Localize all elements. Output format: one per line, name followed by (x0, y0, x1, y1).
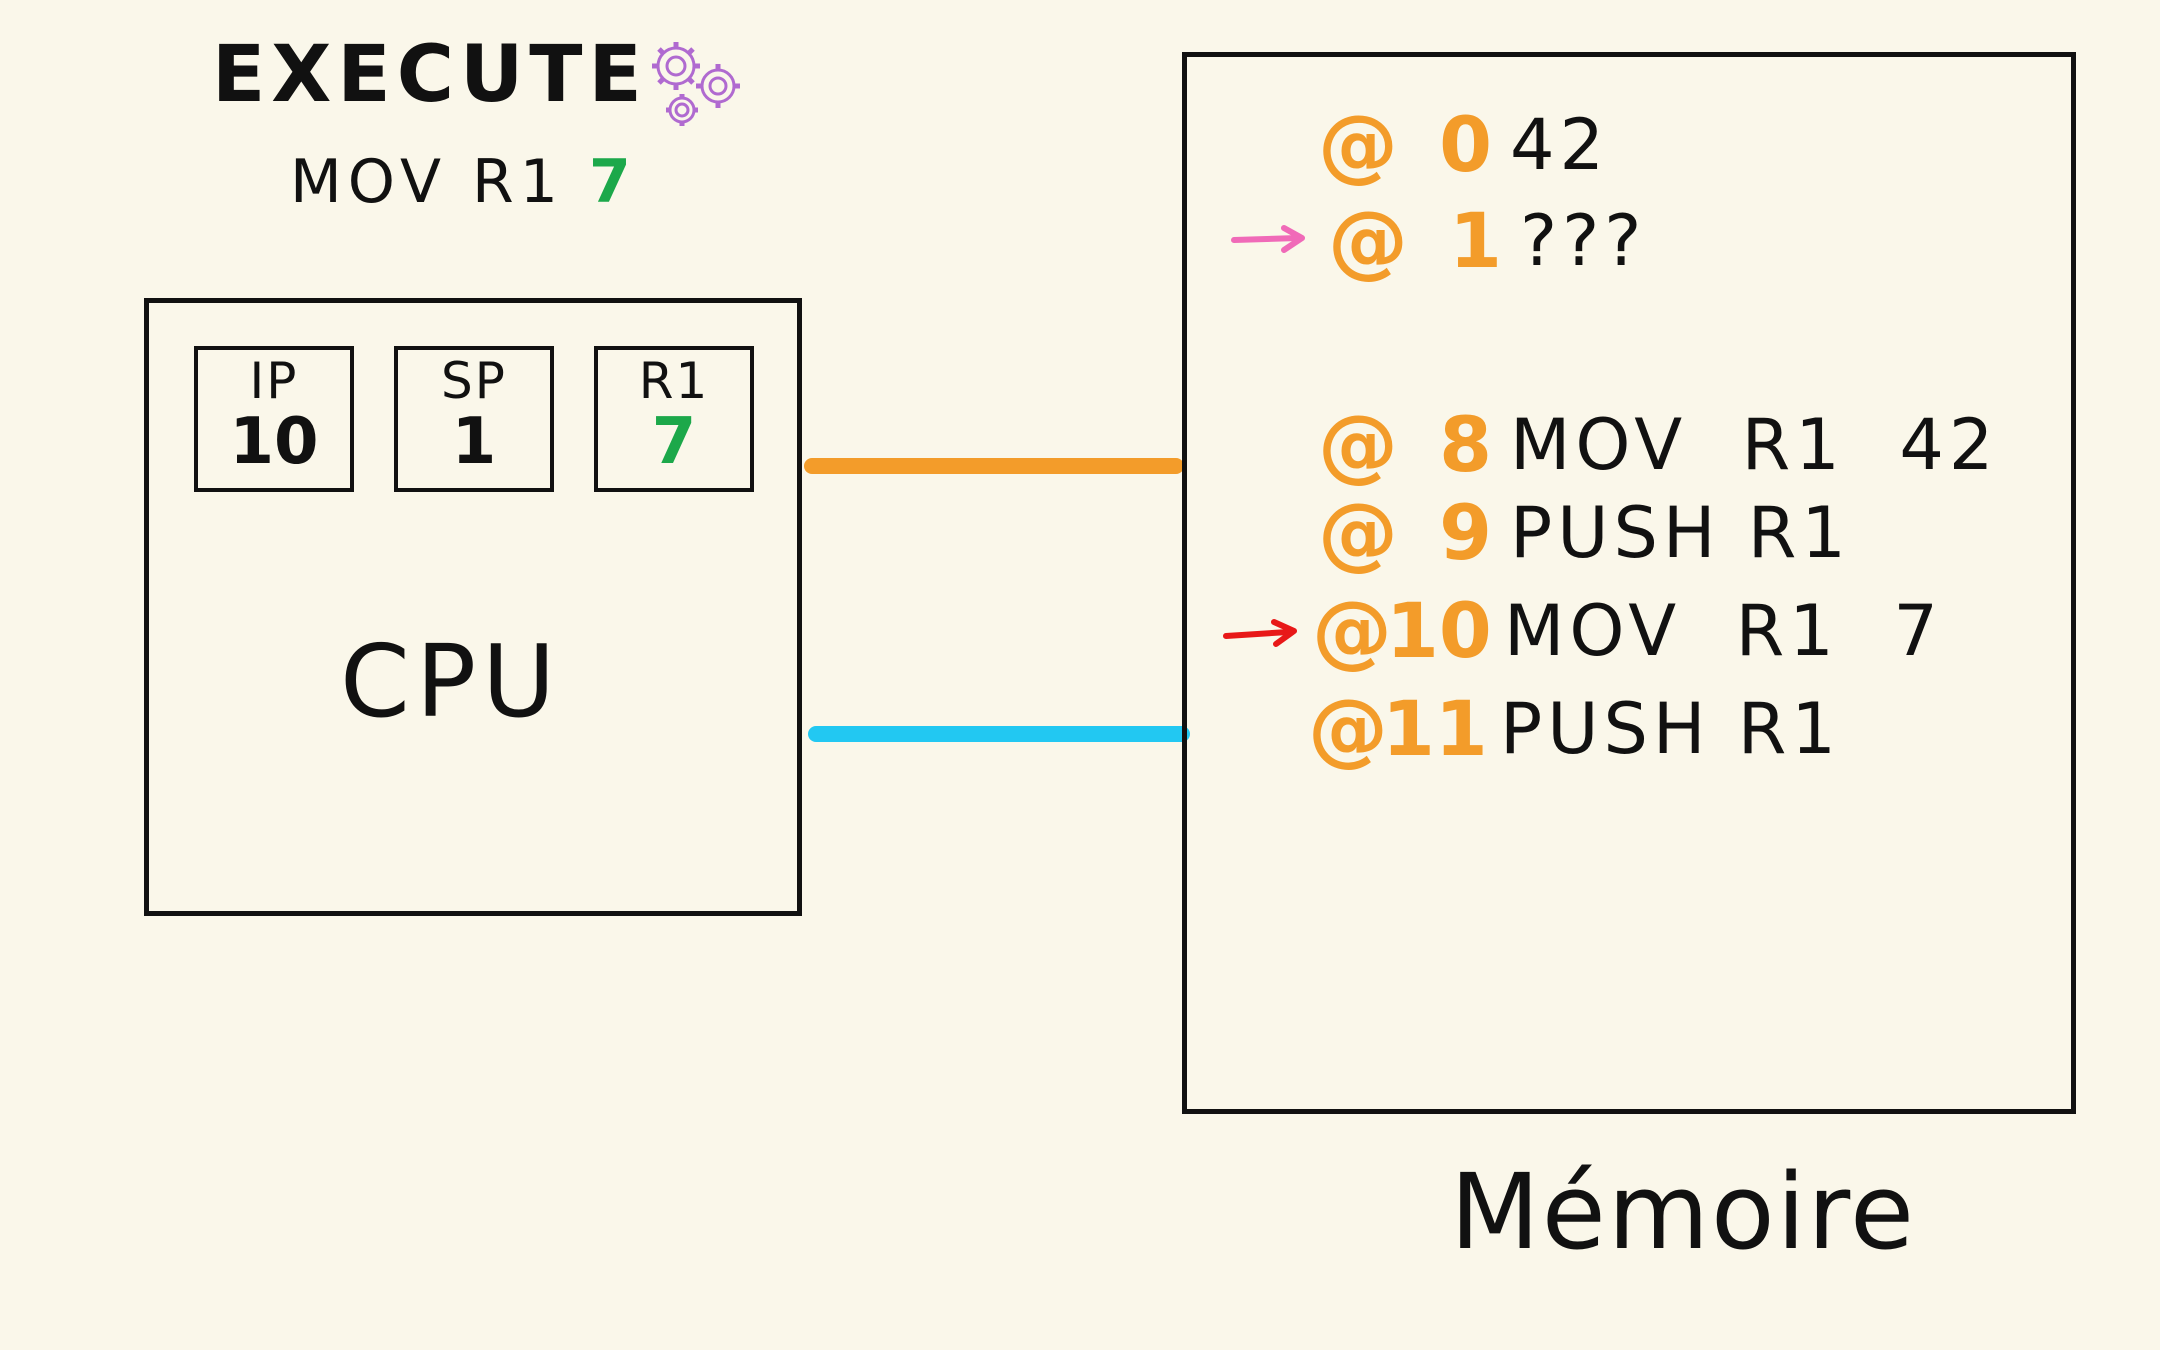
memory-address: 8 (1439, 400, 1492, 489)
instruction-op: MOV R1 (290, 147, 564, 217)
memory-row: @ 9 PUSH R1 (1318, 488, 1851, 578)
memory-row: @ 8 MOV R1 42 (1318, 400, 1998, 490)
register-name: R1 (638, 352, 710, 410)
at-symbol: @ (1318, 486, 1398, 579)
at-symbol: @ (1318, 398, 1398, 491)
memory-row: @ 0 42 (1318, 100, 1609, 190)
memory-content: 42 (1510, 104, 1610, 186)
at-symbol: @ (1312, 584, 1392, 677)
memory-content: MOV R1 42 (1510, 404, 1999, 486)
register-value: 10 (229, 405, 319, 479)
current-instruction: MOV R1 7 (290, 152, 637, 212)
memory-address: 1 (1449, 196, 1502, 285)
register-r1: R1 7 (594, 346, 754, 492)
memory-address: 9 (1439, 488, 1492, 577)
memory-row: @ 11 PUSH R1 (1308, 684, 1841, 774)
memory-address: 10 (1386, 586, 1492, 675)
gears-icon (652, 42, 740, 126)
cpu-label: CPU (340, 623, 562, 740)
memory-label: Mémoire (1450, 1151, 1917, 1273)
stage-title: EXECUTE (212, 30, 648, 120)
instruction-arg: 7 (589, 147, 637, 217)
cpu-box (144, 298, 802, 916)
data-bus (808, 726, 1190, 742)
register-name: SP (441, 352, 507, 410)
memory-row: @ 1 ??? (1328, 196, 1646, 286)
register-ip: IP 10 (194, 346, 354, 492)
memory-row: @ 10 MOV R1 7 (1312, 586, 1943, 676)
register-name: IP (249, 352, 299, 410)
memory-address: 0 (1439, 100, 1492, 189)
memory-content: MOV R1 7 (1504, 590, 1943, 672)
register-value: 7 (651, 405, 697, 479)
register-value: 1 (451, 405, 497, 479)
address-bus (804, 458, 1184, 474)
arrow-right-icon (1223, 619, 1297, 647)
memory-box (1182, 52, 2076, 1114)
at-symbol: @ (1328, 194, 1408, 287)
memory-content: PUSH R1 (1500, 688, 1841, 770)
memory-address: 11 (1382, 684, 1488, 773)
memory-content: ??? (1520, 200, 1647, 282)
at-symbol: @ (1318, 98, 1398, 191)
at-symbol: @ (1308, 682, 1388, 775)
arrow-right-icon (1231, 225, 1305, 253)
register-sp: SP 1 (394, 346, 554, 492)
memory-content: PUSH R1 (1510, 492, 1851, 574)
